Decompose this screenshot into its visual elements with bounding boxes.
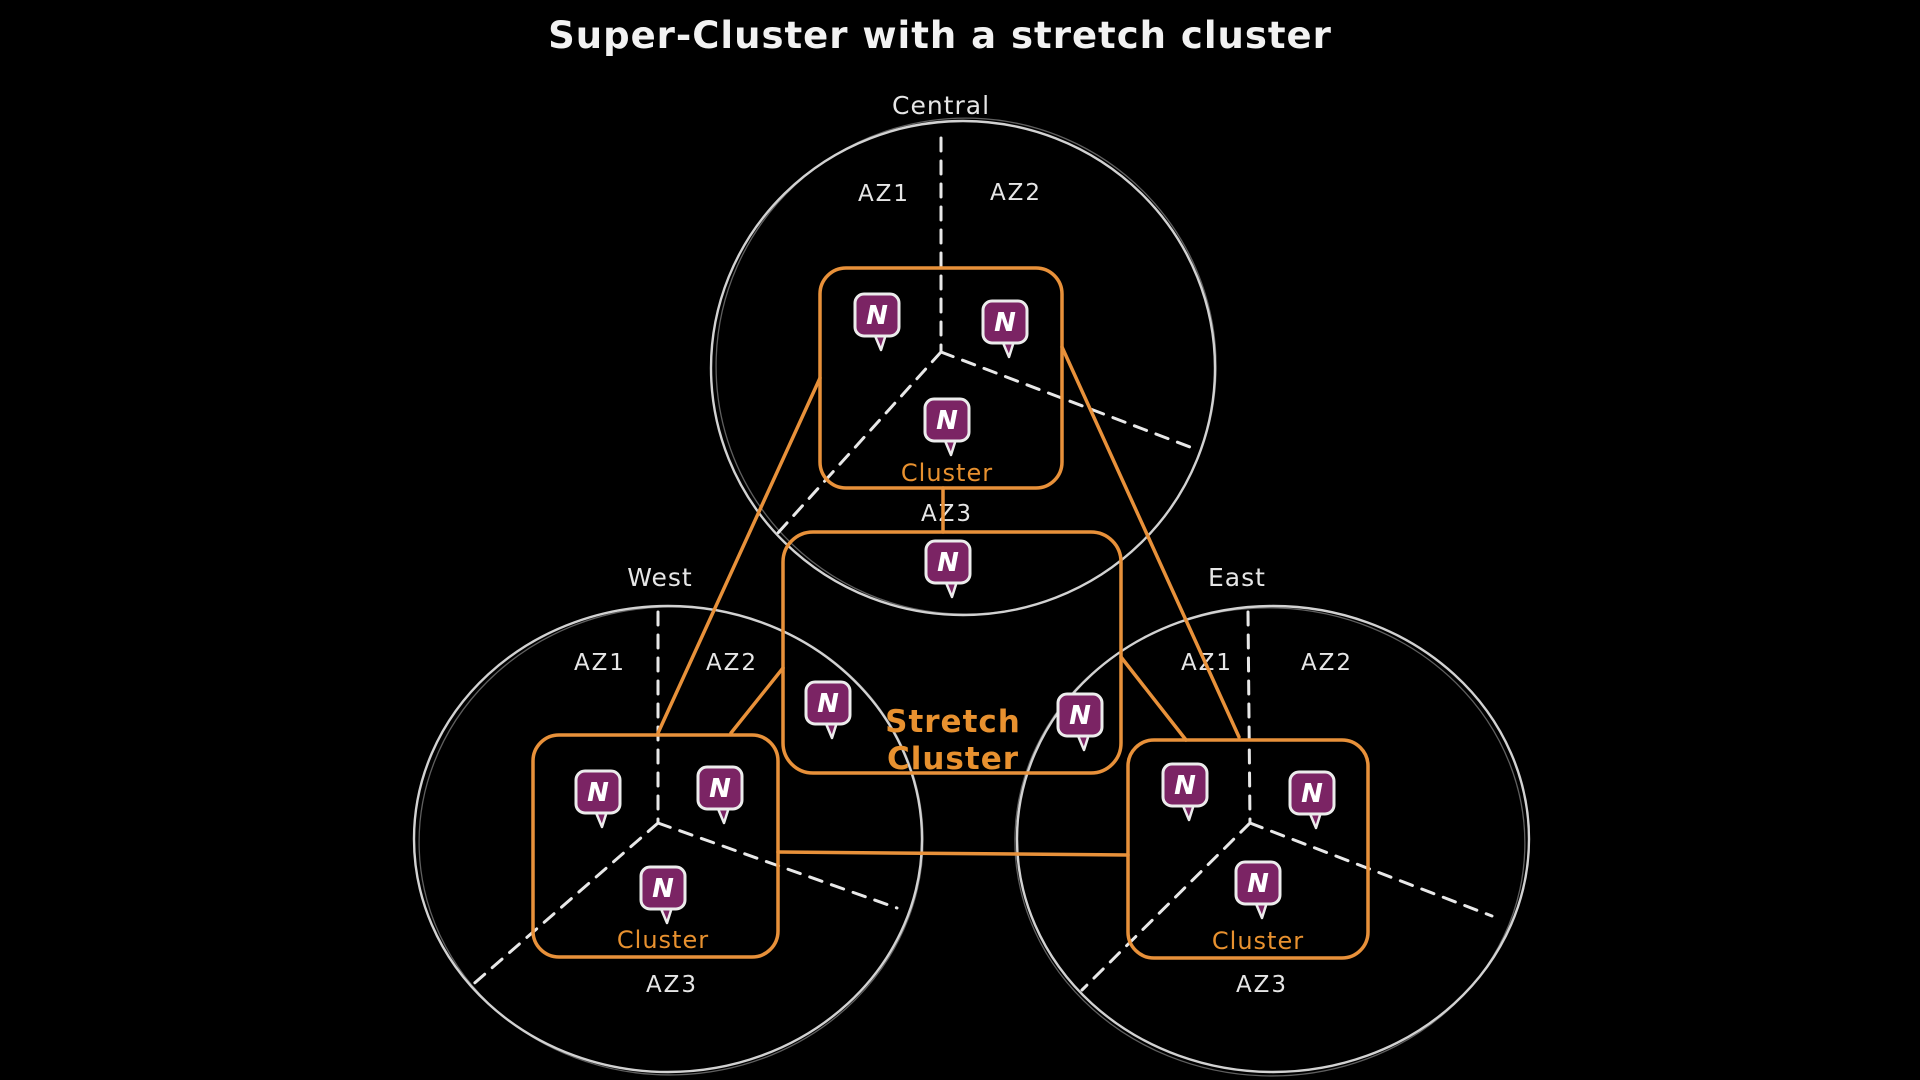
nats-node-icon [981, 299, 1029, 359]
east-cluster-box [1126, 738, 1370, 960]
east-az3-label: AZ3 [1236, 972, 1288, 998]
nats-node-icon [923, 397, 971, 457]
cluster-connections [656, 345, 1241, 857]
west-cluster-box [531, 733, 780, 959]
connection-central-east [1060, 345, 1241, 739]
central-region-label: Central [892, 91, 990, 120]
west-region-circle-sketch [418, 606, 924, 1076]
connection-stretch-east [1119, 655, 1188, 742]
nats-node-icon [1056, 692, 1104, 752]
east-cluster-nodes [1161, 762, 1336, 920]
nats-node-icon [804, 680, 852, 740]
east-cluster-label: Cluster [1212, 927, 1304, 955]
east-az-divider-right [1248, 821, 1494, 918]
east-region-circle-sketch [1014, 607, 1526, 1077]
central-region-circle-sketch [715, 117, 1217, 615]
west-region-circle [412, 604, 924, 1074]
connection-west-east [776, 850, 1130, 857]
central-az3-label: AZ3 [921, 501, 973, 527]
nats-node-icon [853, 292, 901, 352]
west-az3-label: AZ3 [646, 972, 698, 998]
nats-node-icon [574, 769, 622, 829]
central-cluster-label: Cluster [901, 459, 993, 487]
nats-node-icon [696, 765, 744, 825]
central-region-circle [709, 119, 1217, 617]
nats-node-icon [1288, 770, 1336, 830]
east-az-divider-left [1080, 821, 1252, 992]
central-az2-label: AZ2 [990, 180, 1042, 206]
east-region-circle [1015, 604, 1531, 1074]
region-east: East AZ1 AZ2 AZ3 [1014, 563, 1531, 1077]
nats-node-icon [1234, 860, 1282, 920]
central-az1-label: AZ1 [858, 181, 910, 207]
stretch-cluster-label-line2: Cluster [887, 741, 1019, 777]
nats-node-icon [639, 865, 687, 925]
region-central: Central AZ1 AZ2 AZ3 [709, 91, 1217, 617]
nats-node-icon [924, 539, 972, 599]
stretch-cluster-box [781, 530, 1123, 775]
region-west: West AZ1 AZ2 AZ3 [412, 563, 924, 1076]
west-cluster-nodes [574, 765, 744, 925]
west-az2-label: AZ2 [706, 650, 758, 676]
central-az-divider-right [939, 350, 1192, 449]
diagram-title: Super-Cluster with a stretch cluster [548, 14, 1332, 57]
east-az2-label: AZ2 [1301, 650, 1353, 676]
west-cluster-label: Cluster [617, 926, 709, 954]
stretch-cluster-label-line1: Stretch [885, 704, 1021, 740]
connection-central-west [656, 376, 822, 735]
west-region-label: West [627, 563, 692, 592]
central-az-divider-left [775, 350, 943, 536]
connection-stretch-west [729, 666, 785, 735]
central-cluster-nodes [853, 292, 1029, 457]
east-az-divider-top [1246, 610, 1252, 825]
nats-node-icon [1161, 762, 1209, 822]
central-cluster-box [818, 266, 1064, 490]
west-az-divider-left [468, 821, 660, 989]
stretch-cluster-label: Stretch Cluster [885, 704, 1021, 777]
west-az1-label: AZ1 [574, 650, 626, 676]
east-region-label: East [1208, 563, 1266, 592]
